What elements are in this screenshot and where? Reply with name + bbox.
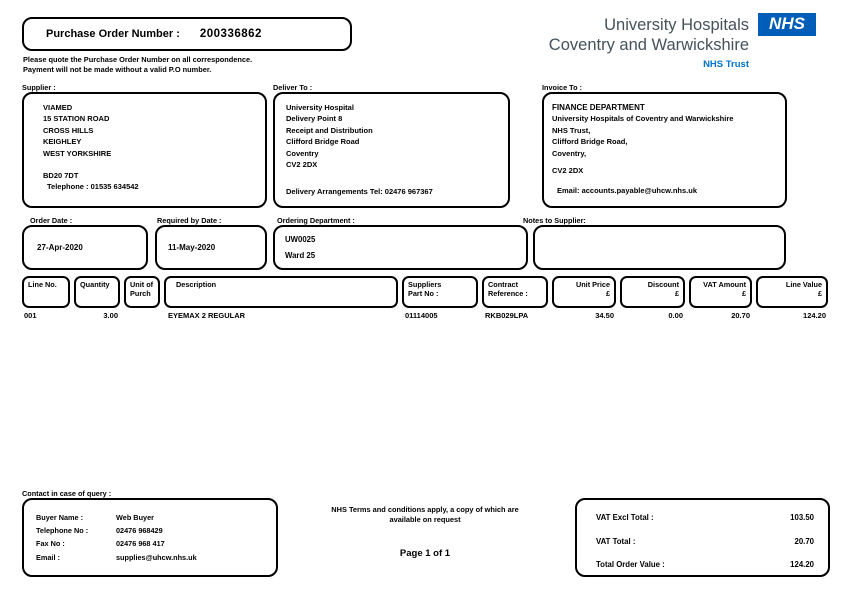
notes-to-supplier-label: Notes to Supplier: — [523, 216, 586, 225]
total-order-value-row: Total Order Value : 124.20 — [596, 560, 814, 569]
po-number-value: 200336862 — [199, 28, 262, 40]
po-note-line2: Payment will not be made without a valid… — [23, 65, 212, 74]
contact-telephone-label: Telephone No : — [36, 526, 89, 536]
purchase-order-number-box: Purchase Order Number : 200336862 — [22, 17, 352, 51]
po-note-line1: Please quote the Purchase Order Number o… — [23, 55, 253, 64]
required-by-label: Required by Date : — [157, 216, 222, 225]
invoice-line: FINANCE DEPARTMENT — [552, 103, 645, 112]
contact-query-label: Contact in case of query : — [22, 489, 112, 498]
notes-to-supplier-box — [533, 225, 786, 270]
column-header-suppliers-part-no: Suppliers Part No : — [402, 276, 478, 308]
vat-excl-total-row: VAT Excl Total : 103.50 — [596, 513, 814, 522]
cell-line-value: 124.20 — [803, 311, 826, 320]
deliver-line: Receipt and Distribution — [286, 125, 373, 135]
terms-text: NHS Terms and conditions apply, a copy o… — [331, 505, 519, 524]
column-header-description: Description — [164, 276, 398, 308]
required-by-date-box: 11-May-2020 — [155, 225, 267, 270]
cell-line-no: 001 — [24, 311, 37, 320]
supplier-line: 15 STATION ROAD — [43, 114, 110, 124]
contact-fax-value: 02476 968 417 — [116, 539, 165, 549]
required-by-value: 11-May-2020 — [168, 243, 216, 252]
buyer-name-label: Buyer Name : — [36, 513, 84, 522]
logo-row: University Hospitals NHS — [549, 13, 816, 36]
invoice-line: Clifford Bridge Road, — [552, 137, 628, 147]
vat-total-row: VAT Total : 20.70 — [596, 537, 814, 546]
order-date-box: 27-Apr-2020 — [22, 225, 148, 270]
contact-email-label: Email : — [36, 552, 60, 562]
ordering-department-name: Ward 25 — [285, 251, 316, 260]
line-items-header-row: Line No. Quantity Unit of Purch Descript… — [22, 276, 828, 308]
column-header-quantity: Quantity — [74, 276, 120, 308]
deliver-line: Delivery Point 8 — [286, 114, 343, 124]
contact-telephone-value: 02476 968429 — [116, 526, 163, 536]
deliver-line: Clifford Bridge Road — [286, 137, 360, 147]
supplier-line: KEIGHLEY — [43, 137, 82, 147]
cell-unit-price: 34.50 — [595, 311, 614, 320]
ordering-department-box: UW0025 Ward 25 — [273, 225, 528, 270]
vat-excl-total-value: 103.50 — [790, 513, 814, 522]
org-name-line1: University Hospitals — [604, 15, 749, 34]
supplier-line: WEST YORKSHIRE — [43, 148, 112, 158]
vat-total-value: 20.70 — [794, 536, 814, 546]
order-date-value: 27-Apr-2020 — [37, 243, 83, 252]
invoice-line: University Hospitals of Coventry and War… — [552, 114, 734, 124]
cell-description: EYEMAX 2 REGULAR — [168, 311, 246, 320]
supplier-postcode: BD20 7DT — [43, 171, 79, 181]
column-header-discount: Discount £ — [620, 276, 685, 308]
ordering-department-code: UW0025 — [285, 235, 316, 244]
po-number-label: Purchase Order Number : — [46, 28, 180, 40]
cell-unit-of-purch — [124, 311, 160, 320]
vat-excl-total-label: VAT Excl Total : — [596, 513, 654, 522]
cell-discount: 0.00 — [668, 311, 683, 320]
contact-box: Buyer Name : Web Buyer Telephone No : 02… — [22, 498, 278, 577]
contact-email-value: supplies@uhcw.nhs.uk — [116, 552, 197, 562]
column-header-unit-of-purch: Unit of Purch — [124, 276, 160, 308]
invoice-section-label: Invoice To : — [542, 83, 583, 92]
deliver-line: University Hospital — [286, 103, 354, 112]
deliver-postcode: CV2 2DX — [286, 160, 318, 170]
buyer-name-value: Web Buyer — [116, 513, 154, 522]
invoice-email: Email: accounts.payable@uhcw.nhs.uk — [557, 186, 697, 196]
nhs-trust-logo: University Hospitals NHS Coventry and Wa… — [549, 13, 816, 70]
cell-contract-reference: RKB029LPA — [485, 311, 529, 320]
column-header-unit-price: Unit Price £ — [552, 276, 616, 308]
totals-box: VAT Excl Total : 103.50 VAT Total : 20.7… — [575, 498, 830, 577]
line-item-row: 001 3.00 EYEMAX 2 REGULAR 01114005 RKB02… — [22, 311, 828, 320]
invoice-to-address-box: FINANCE DEPARTMENT University Hospitals … — [542, 92, 787, 208]
page-number: Page 1 of 1 — [399, 548, 451, 559]
supplier-telephone: Telephone : 01535 634542 — [47, 182, 139, 192]
org-name-line2: Coventry and Warwickshire — [548, 36, 749, 54]
deliver-line: Coventry — [286, 148, 319, 158]
invoice-postcode: CV2 2DX — [552, 166, 584, 176]
cell-vat-amount: 20.70 — [731, 311, 750, 320]
column-header-vat-amount: VAT Amount £ — [689, 276, 752, 308]
total-order-value-value: 124.20 — [790, 560, 814, 569]
column-header-line-value: Line Value £ — [756, 276, 828, 308]
cell-suppliers-part-no: 01114005 — [405, 311, 438, 320]
po-notes: Please quote the Purchase Order Number o… — [23, 55, 363, 75]
delivery-arrangements: Delivery Arrangements Tel: 02476 967367 — [286, 187, 433, 197]
deliver-section-label: Deliver To : — [273, 83, 313, 92]
supplier-section-label: Supplier : — [22, 83, 56, 92]
supplier-address-box: VIAMED 15 STATION ROAD CROSS HILLS KEIGH… — [22, 92, 267, 208]
total-order-value-label: Total Order Value : — [596, 560, 665, 569]
ordering-department-label: Ordering Department : — [277, 216, 355, 225]
column-header-contract-reference: Contract Reference : — [482, 276, 548, 308]
deliver-to-address-box: University Hospital Delivery Point 8 Rec… — [273, 92, 510, 208]
supplier-line: VIAMED — [43, 103, 73, 112]
cell-quantity: 3.00 — [103, 311, 118, 320]
order-date-label: Order Date : — [30, 216, 73, 225]
invoice-line: NHS Trust, — [552, 125, 591, 135]
nhs-logo-icon: NHS — [758, 13, 816, 36]
nhs-trust-label: NHS Trust — [703, 59, 749, 70]
column-header-line-no: Line No. — [22, 276, 70, 308]
contact-fax-label: Fax No : — [36, 539, 65, 549]
supplier-line: CROSS HILLS — [43, 125, 94, 135]
invoice-line: Coventry, — [552, 148, 587, 158]
vat-total-label: VAT Total : — [596, 536, 636, 546]
